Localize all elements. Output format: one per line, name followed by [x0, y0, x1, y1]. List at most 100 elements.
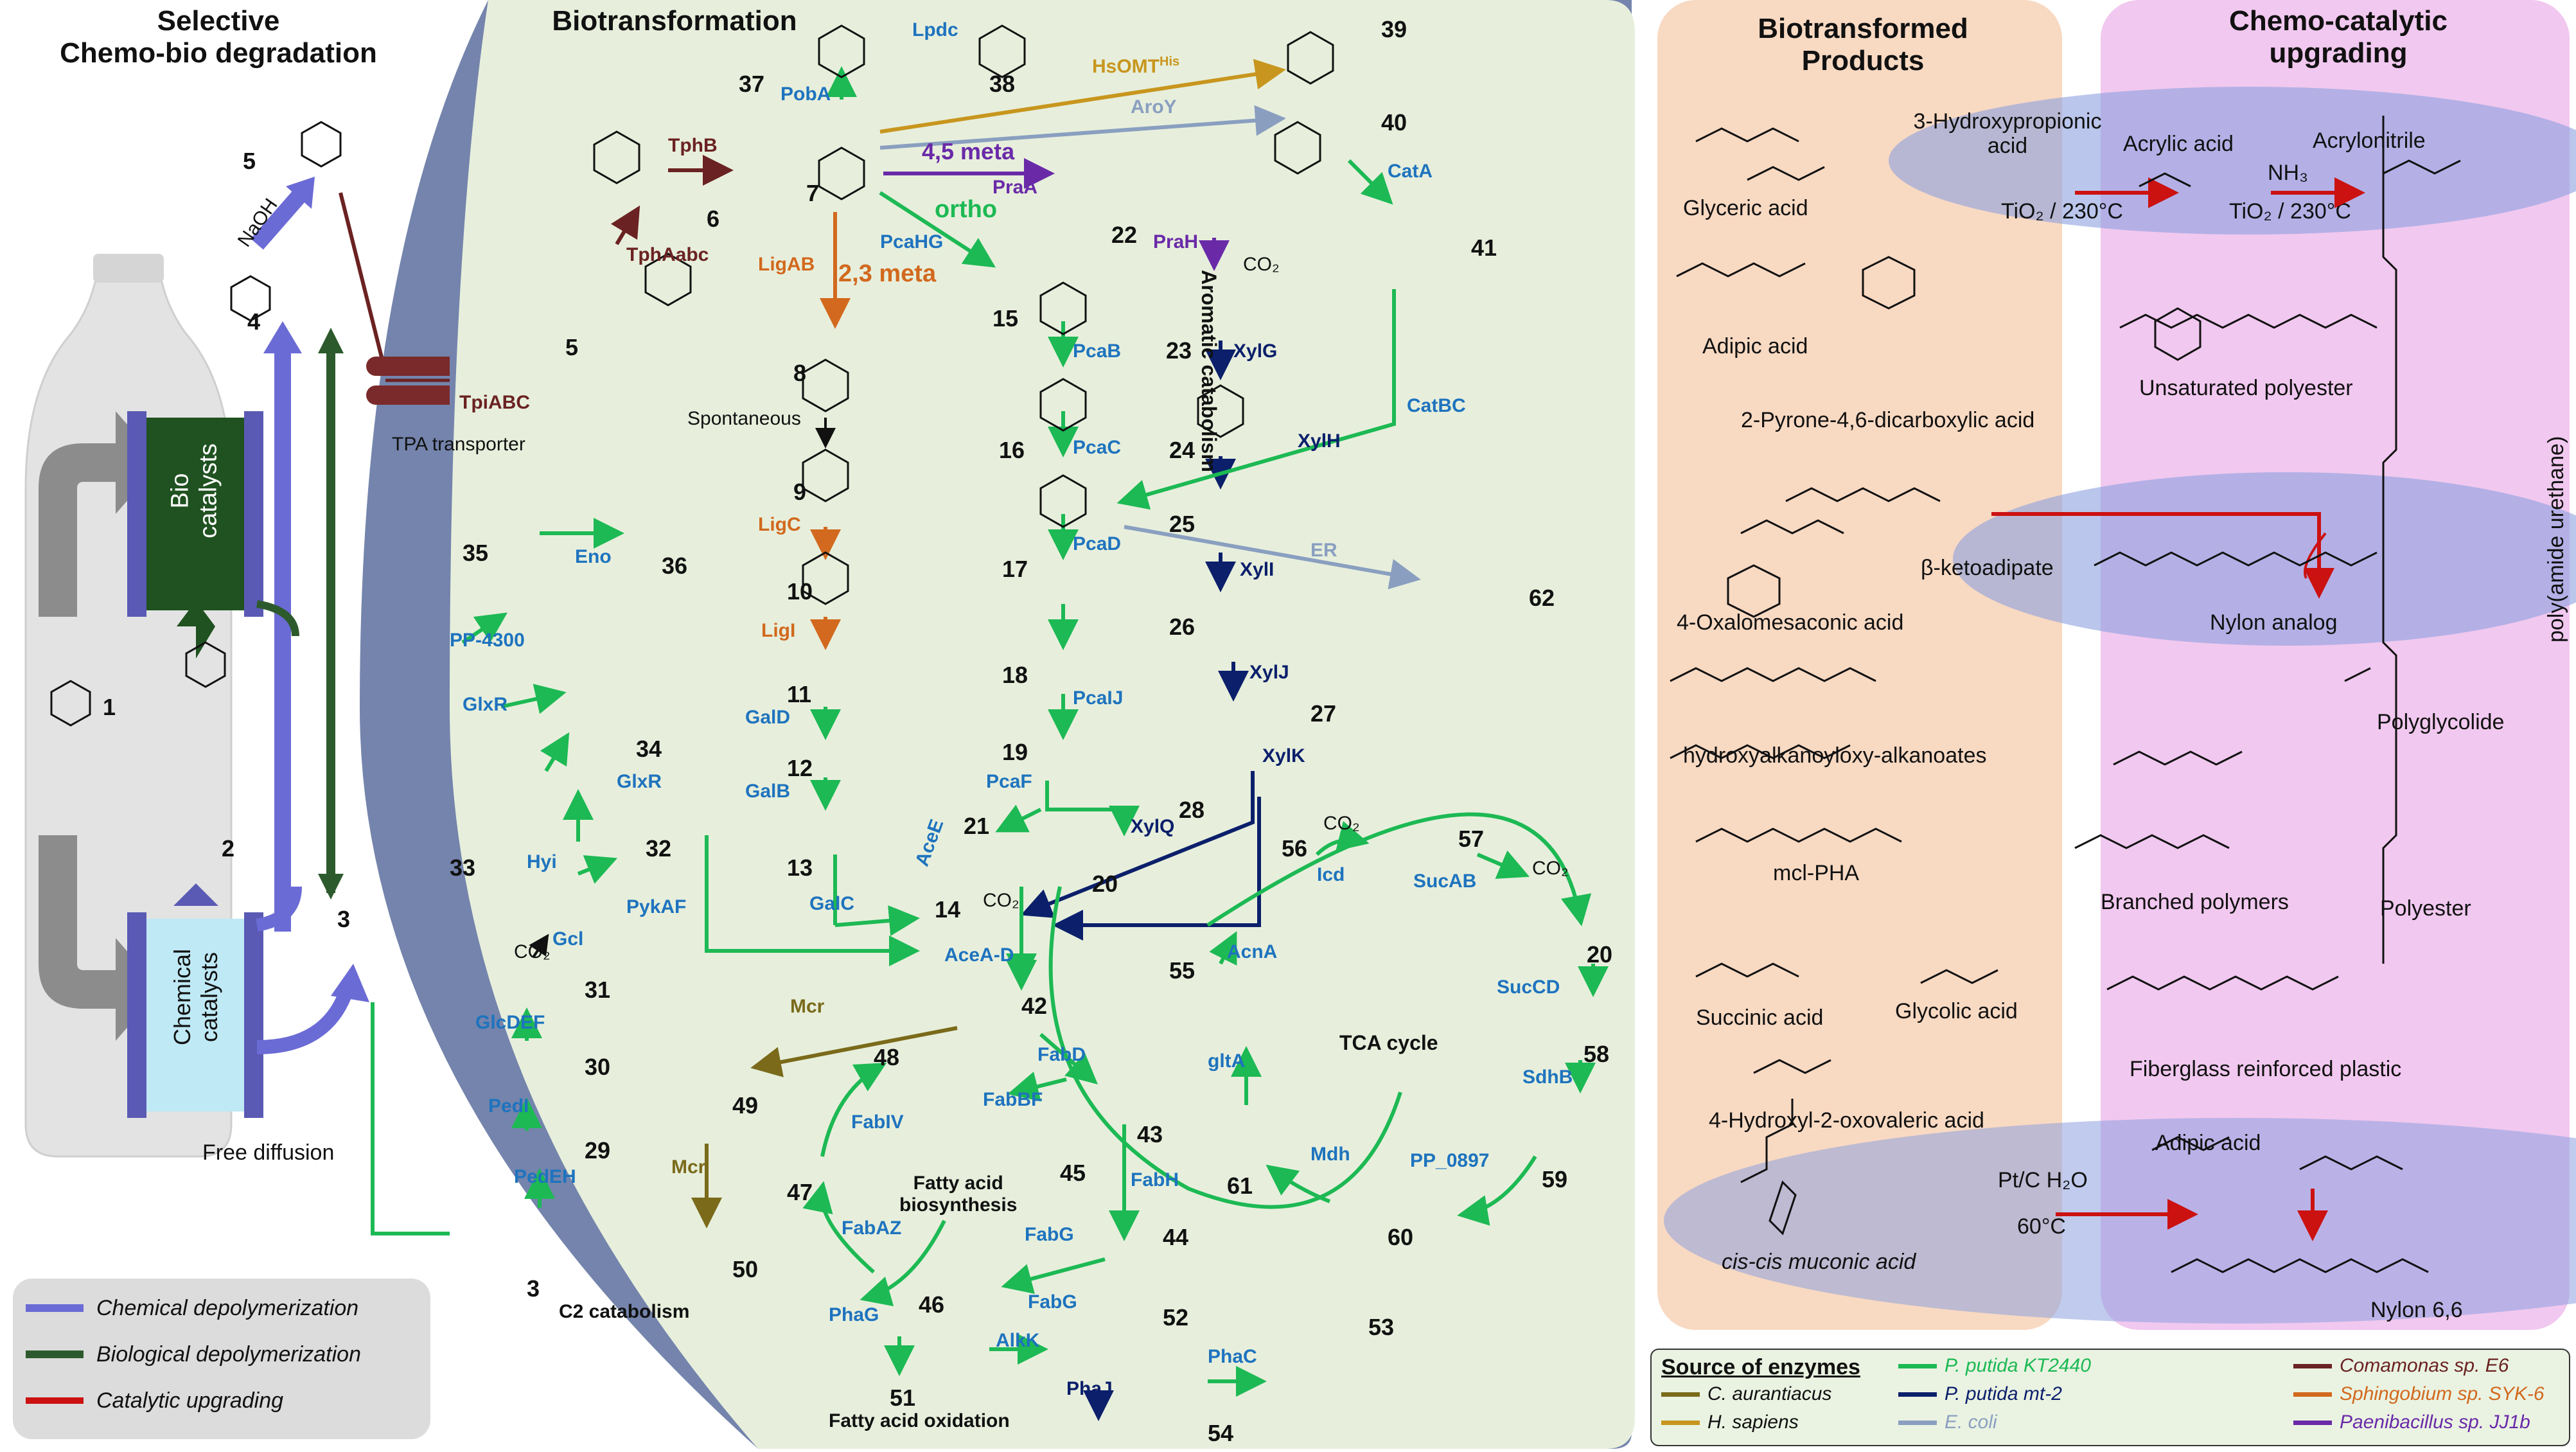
enzyme-pp0897: PP_0897: [1410, 1150, 1490, 1171]
compound-22: 22: [1111, 222, 1138, 248]
compound-46: 46: [919, 1291, 945, 1318]
enzyme-xyli: XylI: [1240, 559, 1275, 580]
adipic-acid-upg-label: Adipic acid: [2155, 1131, 2261, 1155]
source-label-e-coli: E. coli: [1945, 1412, 1997, 1433]
source-label-kt2440: P. putida KT2440: [1945, 1355, 2091, 1376]
source-item-c-aurantiacus: C. aurantiacus: [1661, 1383, 1831, 1405]
compound-36: 36: [662, 553, 688, 579]
temp-label: 60°C: [2017, 1214, 2066, 1239]
legend-item-chemical: Chemical depolymerization: [26, 1285, 430, 1331]
enzyme-tphaabc: TphAabc: [626, 244, 709, 265]
fatty-acid-label: Fatty acid biosynthesis: [899, 1173, 1017, 1216]
cond2-label: TiO₂ / 230°C: [2229, 199, 2351, 224]
upgrade-header: Chemo-catalytic upgrading: [2139, 5, 2537, 69]
hp-acid-line2: acid: [1987, 134, 2028, 158]
acrylonitrile-label: Acrylonitrile: [2313, 128, 2426, 153]
compound-48: 48: [874, 1044, 900, 1070]
enzyme-acea-d: AceA-D: [944, 944, 1014, 966]
left-header-line1: Selective: [157, 5, 280, 37]
compound-26: 26: [1169, 614, 1195, 640]
compound-18: 18: [1002, 662, 1028, 688]
left-header: Selective Chemo-bio degradation: [26, 5, 411, 69]
enzyme-xylg: XylG: [1233, 341, 1278, 362]
co2-1: CO₂: [1243, 254, 1280, 275]
compound-33: 33: [450, 854, 476, 881]
enzyme-eno: Eno: [575, 546, 612, 567]
hp-acid-line1: 3-Hydroxypropionic: [1913, 109, 2102, 134]
enzyme-pedi: PedI: [488, 1095, 529, 1117]
compound-5-mid: 5: [565, 334, 579, 360]
enzyme-pcahg: PcaHG: [880, 231, 944, 252]
compound-45: 45: [1060, 1160, 1086, 1186]
compound-2: 2: [222, 835, 235, 862]
compound-32: 32: [646, 835, 672, 862]
legend-label-biological: Biological depolymerization: [96, 1341, 362, 1367]
enzyme-pcab: PcaB: [1073, 341, 1122, 362]
compound-58: 58: [1584, 1041, 1610, 1067]
enzyme-gcl: Gcl: [552, 928, 584, 950]
co2-3: CO₂: [1532, 858, 1569, 879]
compound-25: 25: [1169, 511, 1195, 537]
enzyme-mcr-2: Mcr: [671, 1156, 706, 1178]
blue-arrow-icon: [26, 1304, 84, 1312]
enzyme-fabaz: FabAZ: [842, 1217, 902, 1239]
legend-item-catalytic: Catalytic upgrading: [26, 1377, 430, 1424]
legend-label-catalytic: Catalytic upgrading: [96, 1388, 284, 1413]
compound-53: 53: [1368, 1314, 1395, 1340]
compound-31: 31: [585, 977, 611, 1003]
product-haa: hydroxyalkanoyloxy-alkanoates: [1683, 743, 1987, 768]
enzyme-fabd: FabD: [1037, 1044, 1086, 1065]
co2-4: CO₂: [514, 941, 551, 962]
compound-49: 49: [732, 1092, 759, 1119]
source-item-e-coli: E. coli: [1898, 1412, 1997, 1433]
enzyme-mcr-1: Mcr: [790, 996, 825, 1017]
enzyme-fabg-2: FabG: [1028, 1291, 1077, 1313]
enzyme-mdh: Mdh: [1310, 1144, 1350, 1165]
product-succinic: Succinic acid: [1696, 1005, 1824, 1030]
enzyme-glcdef: GlcDEF: [475, 1012, 545, 1033]
source-item-h-sapiens: H. sapiens: [1661, 1412, 1799, 1433]
compound-62: 62: [1529, 585, 1555, 611]
free-diffusion-label: Free diffusion: [202, 1140, 335, 1165]
upgrade-header-line1: Chemo-catalytic: [2229, 5, 2448, 37]
compound-7: 7: [806, 180, 820, 206]
fatty-acid-line1: Fatty acid: [913, 1173, 1003, 1194]
enzyme-er: ER: [1310, 540, 1337, 561]
nylon66-label: Nylon 6,6: [2370, 1298, 2463, 1322]
compound-20a: 20: [1092, 871, 1118, 897]
enzyme-glxr-2: GlxR: [617, 771, 662, 792]
compound-30: 30: [585, 1054, 611, 1080]
products-header-line2: Products: [1801, 45, 1925, 76]
enzyme-phaj: PhaJ: [1066, 1378, 1113, 1399]
compound-35: 35: [463, 540, 489, 566]
compound-15: 15: [992, 305, 1019, 332]
tpiabc-label: TpiABC: [459, 392, 530, 413]
gold-arrow-icon: [1661, 1420, 1700, 1425]
compound-47: 47: [787, 1179, 813, 1205]
branched-polymers-label: Branched polymers: [2101, 890, 2289, 914]
enzyme-praa: PraA: [992, 177, 1038, 198]
enzyme-ligc: LigC: [758, 514, 801, 535]
aromatic-catabolism-label: Aromatic catabolism: [1197, 270, 1221, 472]
hp-acid-label: 3-Hydroxypropionic acid: [1901, 109, 2113, 158]
route-4-5-meta: 4,5 meta: [922, 138, 1015, 164]
pathway-arrows: [461, 24, 1609, 1421]
enzyme-xylj: XylJ: [1249, 662, 1289, 683]
enzyme-catbc: CatBC: [1407, 395, 1466, 416]
compound-44: 44: [1163, 1224, 1189, 1250]
compound-10: 10: [787, 578, 813, 605]
enzyme-xylk: XylK: [1262, 745, 1305, 766]
product-oxalomesaconic: 4-Oxalomesaconic acid: [1677, 610, 1904, 635]
enzyme-ligab: LigAB: [758, 254, 815, 275]
enzyme-phag: PhaG: [829, 1304, 879, 1325]
spontaneous-label: Spontaneous: [687, 408, 801, 429]
product-adipic-acid: Adipic acid: [1702, 334, 1808, 359]
left-header-line2: Chemo-bio degradation: [60, 37, 377, 69]
compound-3-left: 3: [337, 906, 351, 932]
bka-label: β-ketoadipate: [1921, 556, 2054, 580]
enzyme-pp4300: PP-4300: [450, 630, 525, 651]
compound-4: 4: [247, 308, 261, 335]
compound-41: 41: [1471, 235, 1497, 261]
compound-39: 39: [1381, 16, 1407, 42]
compound-61: 61: [1227, 1173, 1253, 1199]
